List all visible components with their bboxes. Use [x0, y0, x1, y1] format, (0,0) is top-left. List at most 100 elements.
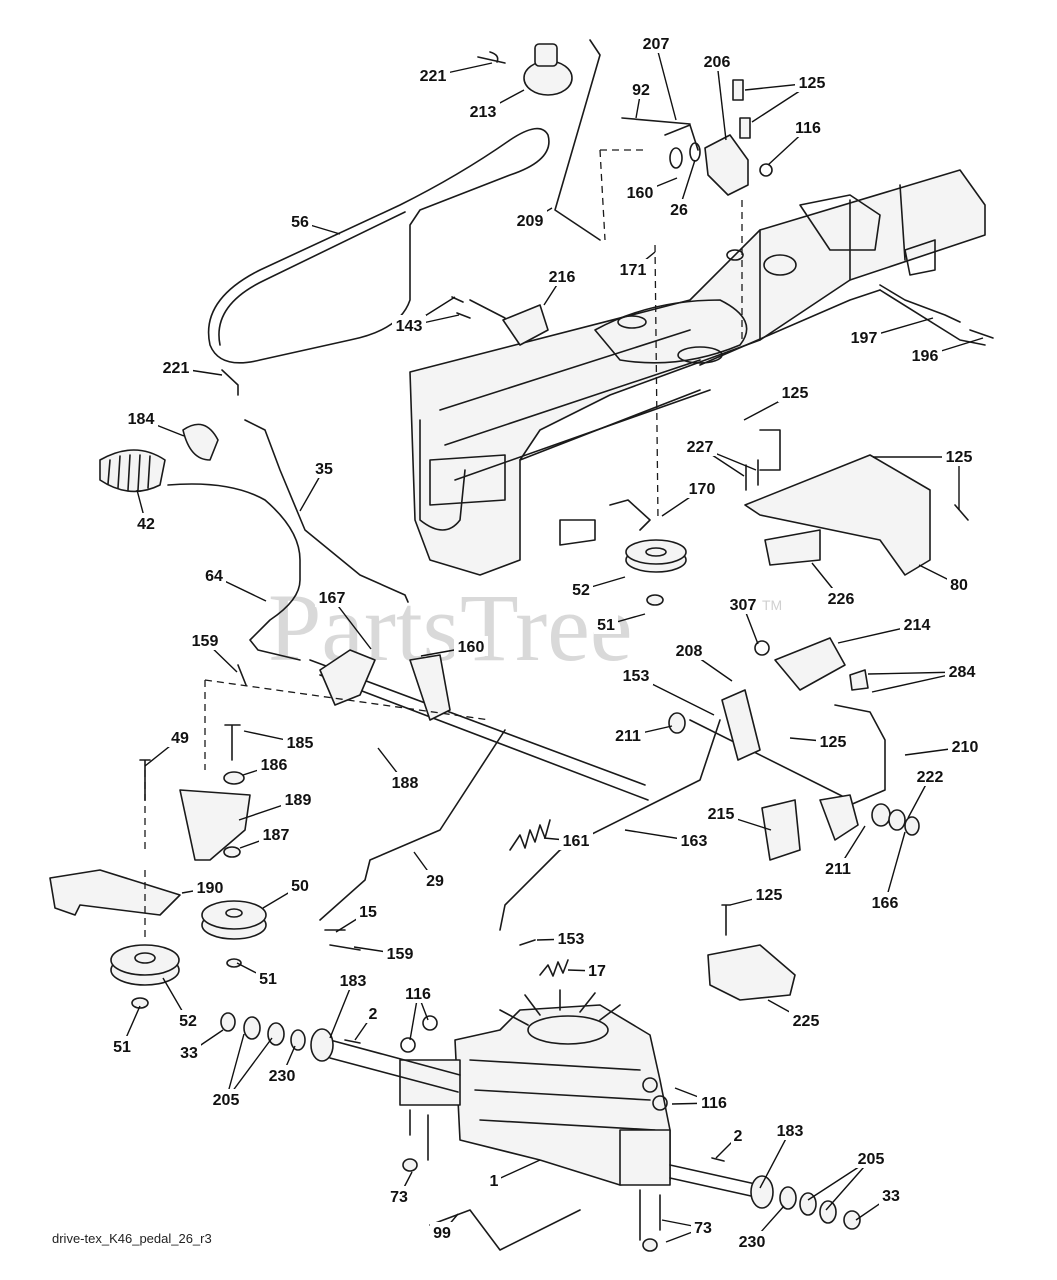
callout-42: 42	[137, 516, 155, 533]
part-221-clip-lower	[221, 369, 239, 396]
callout-bg	[945, 661, 979, 681]
callout-bg	[487, 1170, 501, 1190]
callout-188: 188	[392, 775, 419, 792]
part-227-bolts	[745, 459, 759, 491]
callout-bg	[868, 892, 902, 912]
callout-2: 2	[369, 1006, 378, 1023]
callout-bg	[616, 259, 650, 279]
callout-bg	[383, 943, 417, 963]
callout-bg	[623, 182, 657, 202]
part-116-nut-a	[400, 1037, 416, 1053]
part-187-washer	[223, 846, 241, 858]
leader-line-1	[493, 1159, 541, 1182]
part-183-bearing-right	[750, 1175, 774, 1209]
part-125-bolt-right	[954, 504, 969, 521]
callout-bg	[947, 574, 971, 594]
callout-bg	[416, 65, 450, 85]
callout-bg	[619, 665, 653, 685]
callout-222: 222	[917, 769, 944, 786]
part-284-clip	[849, 669, 869, 691]
part-230-washer-left	[290, 1029, 306, 1051]
dash-line-209	[599, 149, 645, 241]
callout-33: 33	[180, 1045, 198, 1062]
callout-bg	[773, 1120, 807, 1140]
callout-125: 125	[799, 75, 826, 92]
callout-184: 184	[128, 411, 155, 428]
watermark-trademark: TM	[762, 597, 782, 613]
part-2-key-left	[344, 1039, 361, 1044]
callout-153: 153	[623, 668, 650, 685]
callout-bg	[134, 513, 158, 533]
part-33-nut-left	[220, 1012, 236, 1032]
part-189-plate	[179, 789, 251, 861]
part-99-rod	[429, 1209, 581, 1251]
callout-bg	[281, 789, 315, 809]
part-215-pad	[761, 799, 801, 861]
part-33-nut-right	[843, 1210, 861, 1230]
callout-161: 161	[563, 833, 590, 850]
callout-bg	[159, 357, 193, 377]
drawing-id-label: drive-tex_K46_pedal_26_r3	[52, 1231, 212, 1246]
part-35-rod	[244, 419, 409, 603]
callout-bg	[288, 211, 312, 231]
callout-197: 197	[851, 330, 878, 347]
callout-bg	[265, 1065, 299, 1085]
callout-bg	[256, 968, 280, 988]
callout-211: 211	[615, 728, 641, 745]
callout-bg	[430, 1222, 454, 1242]
callout-bg	[176, 1010, 200, 1030]
callout-99: 99	[433, 1225, 451, 1242]
part-163-rod	[499, 719, 721, 931]
callout-bg	[908, 345, 942, 365]
part-307-nut	[754, 640, 770, 656]
part-159-clip-low	[329, 944, 361, 951]
callout-bg	[824, 588, 858, 608]
callout-210: 210	[952, 739, 979, 756]
callout-160: 160	[458, 639, 485, 656]
callout-1: 1	[490, 1173, 499, 1190]
part-axle-right	[669, 1164, 761, 1199]
part-73-head-a	[402, 1158, 418, 1172]
part-42-grip	[99, 449, 166, 493]
callout-116: 116	[701, 1095, 727, 1112]
callout-bg	[639, 33, 673, 53]
callout-bg	[193, 877, 227, 897]
part-214-plate	[774, 637, 846, 691]
callout-bg	[913, 766, 947, 786]
callout-bg	[672, 640, 706, 660]
callout-bg	[288, 875, 312, 895]
callout-bg	[569, 579, 593, 599]
callout-bg	[392, 315, 426, 335]
callout-160: 160	[627, 185, 654, 202]
callout-116: 116	[795, 120, 821, 137]
callout-116: 116	[405, 986, 431, 1003]
part-116-nut-d	[652, 1095, 668, 1111]
callout-bg	[388, 772, 422, 792]
part-51-nut-top	[646, 594, 664, 606]
part-52-pulley-left	[110, 944, 180, 986]
part-29-rod	[319, 729, 506, 921]
part-56-belt	[207, 127, 550, 364]
callout-17: 17	[588, 963, 606, 980]
callout-bg	[942, 446, 976, 466]
part-1-transaxle	[399, 989, 671, 1186]
callout-183: 183	[340, 973, 367, 990]
callout-bg	[821, 858, 855, 878]
callout-bg	[704, 803, 738, 823]
callout-2: 2	[734, 1128, 743, 1145]
callout-bg	[697, 1092, 731, 1112]
part-211-washer-right	[871, 803, 891, 827]
callout-284: 284	[949, 664, 976, 681]
part-222-washer	[888, 809, 906, 831]
callout-bg	[847, 327, 881, 347]
callout-125: 125	[756, 887, 783, 904]
callout-bg	[387, 1186, 411, 1206]
callout-51: 51	[259, 971, 277, 988]
part-205-washer-left-a	[243, 1016, 261, 1040]
callout-226: 226	[828, 591, 855, 608]
part-116-nut-c	[642, 1077, 658, 1093]
callout-bg	[513, 210, 547, 230]
callout-125: 125	[820, 734, 847, 751]
callout-33: 33	[882, 1188, 900, 1205]
callout-51: 51	[113, 1039, 131, 1056]
